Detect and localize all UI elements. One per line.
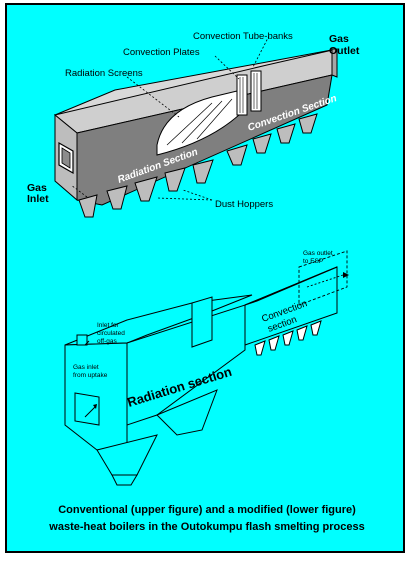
label-convection-tube-banks: Convection Tube-banks <box>193 31 293 42</box>
lower-hopper-2 <box>156 389 218 436</box>
label-gas-inlet-1: Gas <box>27 182 47 194</box>
label-inlet-circulated-2: circulated <box>97 330 125 337</box>
upper-boiler <box>53 35 338 218</box>
convection-tube-bank-1 <box>236 74 248 116</box>
label-inlet-circulated-3: off-gas <box>97 338 118 345</box>
lower-gas-outlet-dashed <box>298 250 348 306</box>
label-convection-plates: Convection Plates <box>123 47 200 58</box>
lower-boiler <box>64 266 338 486</box>
label-dust-hoppers: Dust Hoppers <box>215 199 273 210</box>
label-gas-outlet-esp-2: to ESP <box>303 258 323 265</box>
label-gas-outlet-2: Outlet <box>329 45 360 57</box>
label-radiation-screens: Radiation Screens <box>65 68 143 79</box>
lower-offgas-inlet-box <box>76 334 88 346</box>
label-gas-inlet-uptake-1: Gas inlet <box>73 364 99 371</box>
label-gas-outlet-1: Gas <box>329 33 349 45</box>
label-gas-outlet-esp-1: Gas outlet <box>303 250 333 257</box>
upper-dust-hoppers <box>78 113 318 218</box>
label-inlet-circulated-1: Inlet for <box>97 322 120 329</box>
diagram-frame: Convection Tube-banks Convection Plates … <box>5 3 405 553</box>
boiler-diagram: Convection Tube-banks Convection Plates … <box>27 31 365 533</box>
caption-line-2: waste-heat boilers in the Outokumpu flas… <box>48 521 364 533</box>
lower-gas-inlet-window <box>74 392 100 426</box>
label-gas-inlet-uptake-2: from uptake <box>73 372 108 379</box>
label-gas-inlet-2: Inlet <box>27 193 49 205</box>
convection-tube-bank-2 <box>250 70 262 112</box>
caption-line-1: Conventional (upper figure) and a modifi… <box>58 504 356 516</box>
